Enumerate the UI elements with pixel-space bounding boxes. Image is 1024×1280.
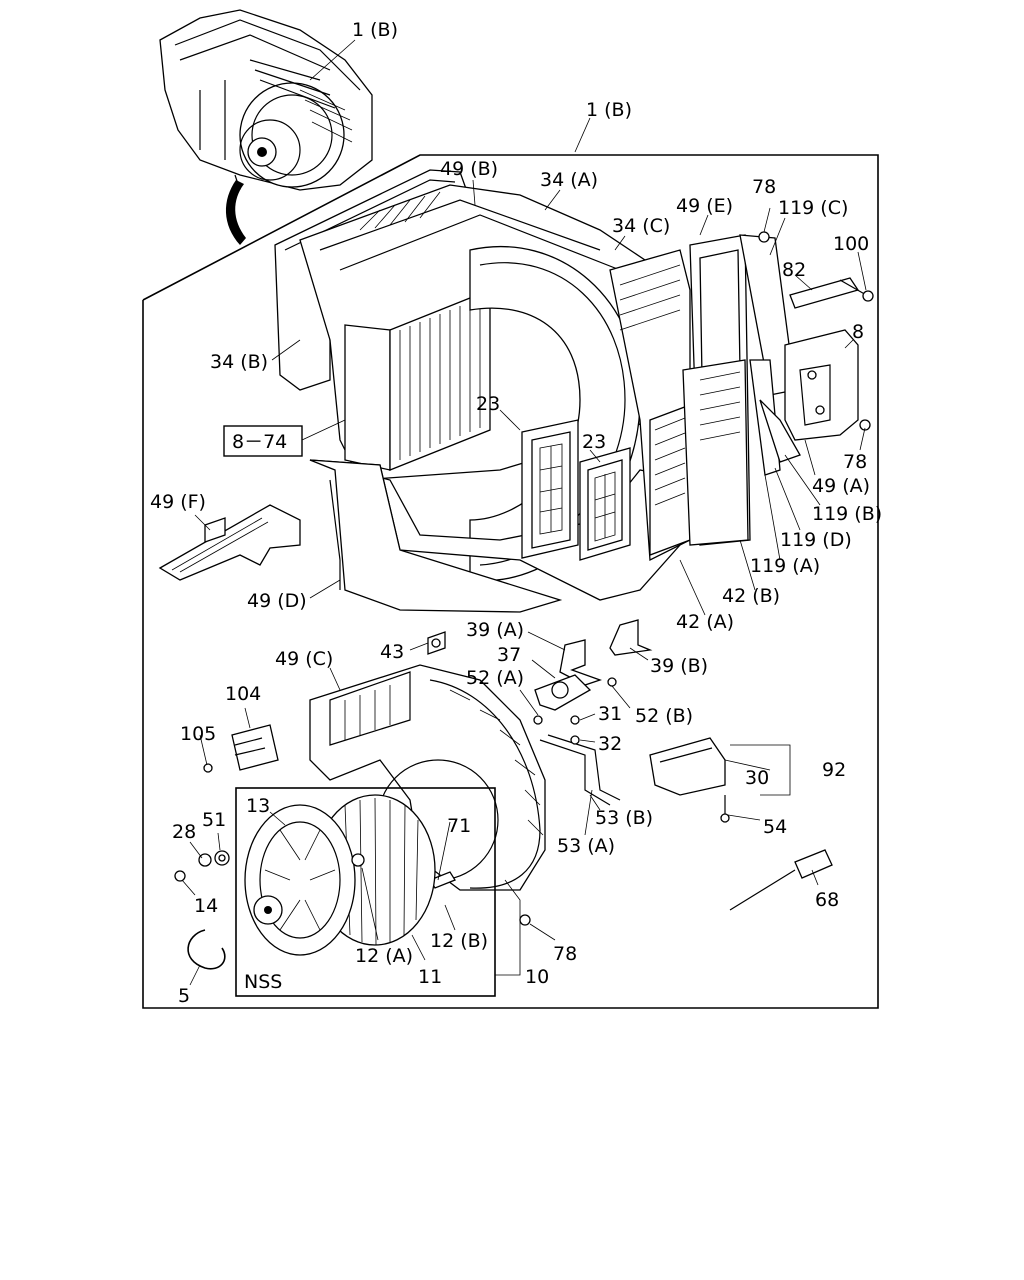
- label-119A: 119 (A): [750, 555, 820, 577]
- label-12B: 12 (B): [430, 930, 488, 952]
- label-12A: 12 (A): [355, 945, 413, 967]
- label-119D: 119 (D): [780, 529, 852, 551]
- label-78-top: 78: [752, 176, 776, 198]
- label-30: 30: [745, 767, 769, 789]
- label-34B: 34 (B): [210, 351, 268, 373]
- upper-hvac-case: [274, 169, 874, 686]
- label-92: 92: [822, 759, 846, 781]
- label-39B: 39 (B): [650, 655, 708, 677]
- label-42B: 42 (B): [722, 585, 780, 607]
- label-49F: 49 (F): [150, 491, 206, 513]
- part-43: [427, 631, 446, 655]
- label-78-bottom: 78: [553, 943, 577, 965]
- label-82: 82: [782, 259, 806, 281]
- label-100: 100: [833, 233, 869, 255]
- label-34C: 34 (C): [612, 215, 670, 237]
- label-119B: 119 (B): [812, 503, 882, 525]
- label-11: 11: [418, 966, 442, 988]
- label-54: 54: [763, 816, 787, 838]
- callout-labels: 1 (B) 1 (B) 49 (B) 34 (A) 34 (C) 49 (E) …: [150, 19, 882, 1007]
- blower-motor-box: [174, 787, 496, 997]
- ref-8-74-box: [223, 425, 303, 457]
- blower-unit: [203, 664, 833, 926]
- label-28: 28: [172, 821, 196, 843]
- label-49B: 49 (B): [440, 158, 498, 180]
- label-78-mid: 78: [843, 451, 867, 473]
- label-49E: 49 (E): [676, 195, 733, 217]
- label-49A: 49 (A): [812, 475, 870, 497]
- label-53A: 53 (A): [557, 835, 615, 857]
- part-49F: [158, 504, 301, 581]
- label-1B-top: 1 (B): [352, 19, 398, 41]
- label-71: 71: [447, 815, 471, 837]
- label-104: 104: [225, 683, 261, 705]
- label-53B: 53 (B): [595, 807, 653, 829]
- main-frame: [142, 154, 879, 1009]
- label-42A: 42 (A): [676, 611, 734, 633]
- label-34A: 34 (A): [540, 169, 598, 191]
- label-119C: 119 (C): [778, 197, 848, 219]
- label-5: 5: [178, 985, 190, 1007]
- label-31: 31: [598, 703, 622, 725]
- label-13: 13: [246, 795, 270, 817]
- label-105: 105: [180, 723, 216, 745]
- label-52B: 52 (B): [635, 705, 693, 727]
- label-10: 10: [525, 966, 549, 988]
- label-68: 68: [815, 889, 839, 911]
- label-ref-8-74: 8－74: [232, 431, 287, 453]
- label-43: 43: [380, 641, 404, 663]
- hvac-assembly-thumbnail: [159, 9, 373, 245]
- label-8: 8: [852, 321, 864, 343]
- label-14: 14: [194, 895, 218, 917]
- label-37: 37: [497, 644, 521, 666]
- label-23-a: 23: [476, 393, 500, 415]
- label-49C: 49 (C): [275, 648, 333, 670]
- label-51: 51: [202, 809, 226, 831]
- label-1B-main: 1 (B): [586, 99, 632, 121]
- label-39A: 39 (A): [466, 619, 524, 641]
- label-23-b: 23: [582, 431, 606, 453]
- label-52A: 52 (A): [466, 667, 524, 689]
- label-32: 32: [598, 733, 622, 755]
- label-49D: 49 (D): [247, 590, 307, 612]
- label-NSS: NSS: [244, 971, 282, 993]
- leader-lines: [181, 39, 867, 986]
